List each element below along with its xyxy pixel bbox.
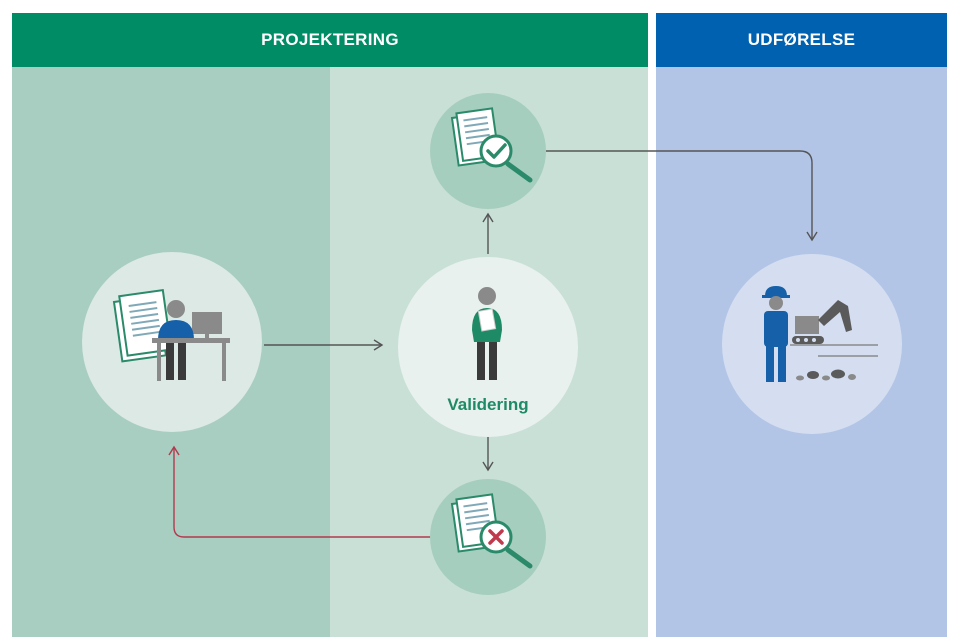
- arrow-approved-to-execution: [546, 150, 818, 242]
- design-node: [82, 252, 262, 432]
- validering-label: Validering: [447, 395, 528, 414]
- designer-at-desk-icon: [112, 288, 230, 381]
- execution-node: [722, 254, 902, 434]
- validation-node-circle: [398, 257, 578, 437]
- approved-node: [430, 93, 546, 209]
- arrow-rejected-back-to-design: [168, 445, 432, 538]
- document-rejected-icon: [450, 493, 533, 569]
- rejected-node: [430, 479, 546, 595]
- udfoerelse-title: UDFØRELSE: [747, 30, 856, 49]
- validator-person-icon: [472, 287, 502, 380]
- projektering-header: PROJEKTERING: [12, 13, 648, 67]
- validation-node: Validering: [398, 257, 578, 437]
- construction-worker-excavator-icon: [762, 286, 878, 382]
- udfoerelse-header: UDFØRELSE: [656, 13, 947, 67]
- document-approved-icon: [450, 107, 533, 183]
- projektering-title: PROJEKTERING: [261, 30, 399, 49]
